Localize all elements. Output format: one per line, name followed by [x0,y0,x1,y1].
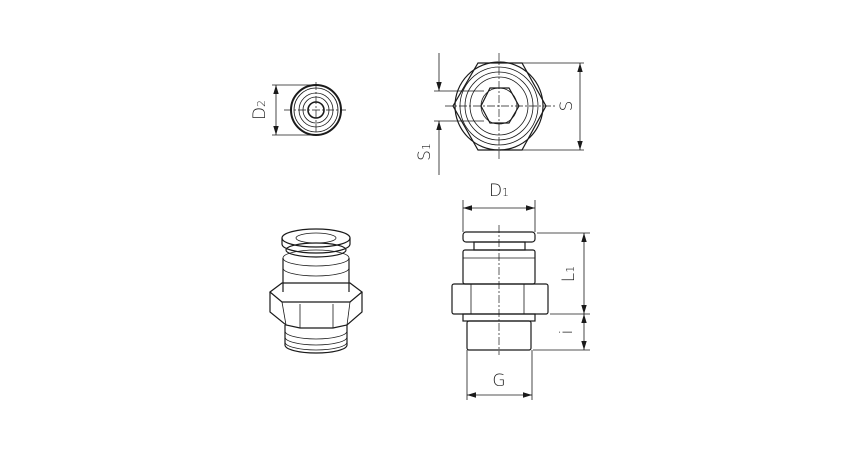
dimension-s: S [522,62,584,151]
dimension-d2: D2 [250,84,316,136]
dimension-g: G [466,350,533,400]
label-l1: L1 [559,266,579,282]
dimension-l1: L1 [537,232,590,315]
isometric-view [269,228,363,354]
label-i: i [557,330,577,335]
label-d2: D2 [250,100,270,120]
dimension-i: i [533,314,590,351]
dimension-s1: S1 [415,53,484,175]
dimension-d1: D1 [462,181,536,232]
label-s1: S1 [415,143,435,161]
label-s: S [557,101,577,112]
label-d1: D1 [489,181,509,201]
hex-end-view [445,53,555,160]
front-end-view [284,82,346,138]
label-g: G [492,371,505,391]
side-view [451,225,549,355]
